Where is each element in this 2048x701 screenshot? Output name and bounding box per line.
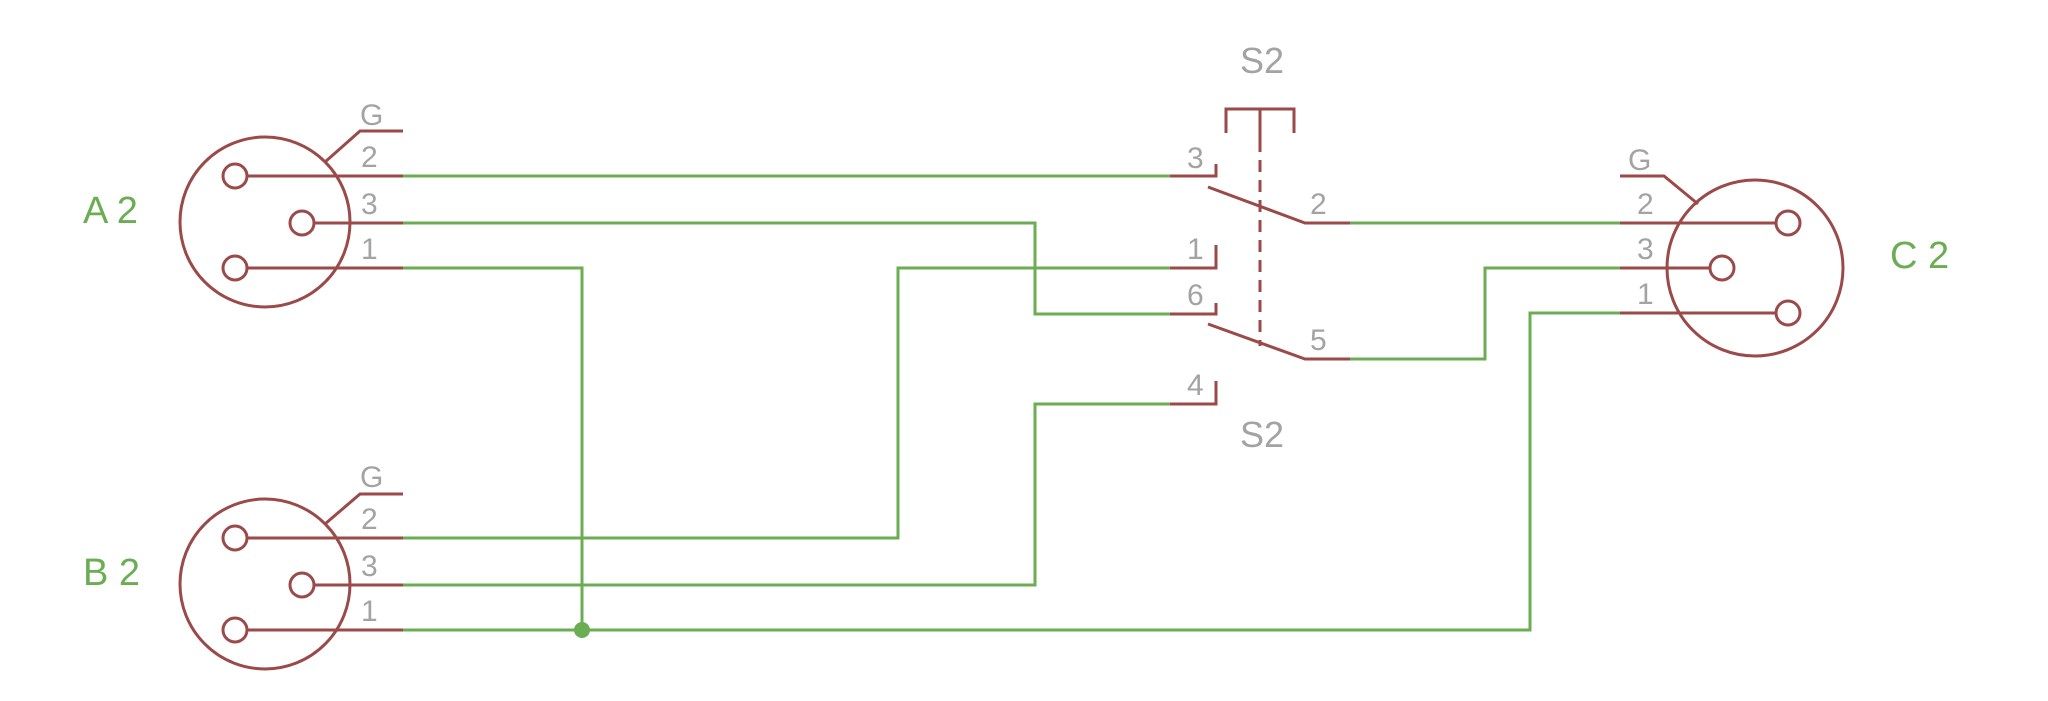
switch-s2-pin-3-label: 3 xyxy=(1187,142,1204,175)
connector-a2-pin-2-label: 2 xyxy=(361,141,378,174)
switch-s2-pin-6-lead xyxy=(1170,303,1218,316)
connector-c2-name: C 2 xyxy=(1890,235,1949,277)
connector-c2-pin-1-label: 1 xyxy=(1637,278,1654,311)
switch-s2-pin-3-lead xyxy=(1170,164,1218,178)
connector-a2: G 2 3 1 A 2 xyxy=(83,99,403,309)
switch-s2: S2 S2 3 1 6 4 2 5 xyxy=(1170,40,1350,455)
wire-a1-b1-to-c1 xyxy=(403,266,584,630)
connector-c2: G 2 3 1 C 2 xyxy=(1620,144,1949,358)
wire-b1-to-c1 xyxy=(403,311,1620,632)
switch-s2-name-top: S2 xyxy=(1240,40,1284,81)
connector-b2-pin-g-label: G xyxy=(360,461,383,494)
connector-b2-pin-2-label: 2 xyxy=(361,503,378,536)
connector-a2-pin-g-label: G xyxy=(360,99,383,132)
switch-s2-pin-1-lead xyxy=(1170,245,1218,270)
switch-s2-actuator xyxy=(1224,107,1296,140)
connector-c2-pin-2-label: 2 xyxy=(1637,188,1654,221)
switch-s2-pin-4-lead xyxy=(1170,381,1218,406)
wires xyxy=(403,174,1620,638)
connector-a2-pin-3-label: 3 xyxy=(361,188,378,221)
wire-b3-to-s2-4 xyxy=(403,402,1170,587)
connector-c2-pin-3-label: 3 xyxy=(1637,233,1654,266)
switch-s2-pin-6-label: 6 xyxy=(1187,279,1204,312)
junction-dot xyxy=(574,622,590,638)
connector-c2-ground-lead xyxy=(1620,174,1699,206)
connector-b2-ground-lead xyxy=(324,492,403,526)
connector-b2-pin-3-label: 3 xyxy=(361,550,378,583)
switch-s2-pin-2-label: 2 xyxy=(1310,188,1327,221)
switch-s2-pin-4-label: 4 xyxy=(1187,369,1204,402)
connector-b2: G 2 3 1 B 2 xyxy=(83,461,403,671)
switch-s2-lower-blade xyxy=(1207,322,1350,361)
connector-a2-ground-lead xyxy=(324,129,403,164)
wire-b2-to-s2-1 xyxy=(403,266,1170,540)
connector-a2-pin-1-label: 1 xyxy=(361,233,378,266)
connector-b2-pin-1-label: 1 xyxy=(361,595,378,628)
switch-s2-name-bottom: S2 xyxy=(1240,414,1284,455)
switch-s2-upper-blade xyxy=(1207,185,1350,225)
wire-s2-5-to-c3 xyxy=(1305,266,1620,361)
connector-c2-pin-g-label: G xyxy=(1628,144,1651,177)
connector-a2-name: A 2 xyxy=(83,190,138,232)
connector-b2-name: B 2 xyxy=(83,552,140,594)
switch-s2-pin-5-label: 5 xyxy=(1310,324,1327,357)
switch-s2-pin-1-label: 1 xyxy=(1187,233,1204,266)
